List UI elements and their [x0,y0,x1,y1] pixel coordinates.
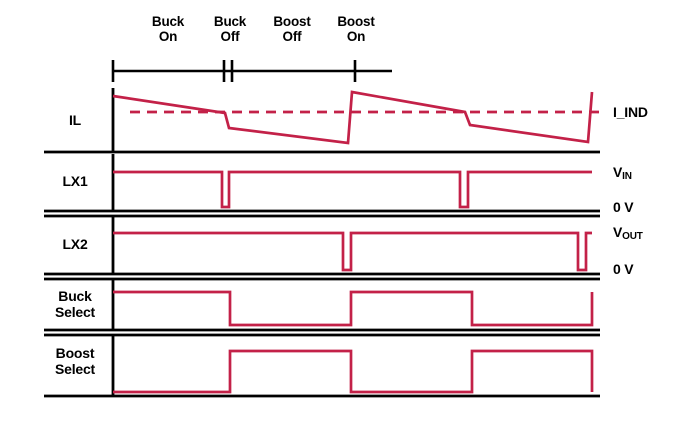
phase-label-line1: Boost [273,14,311,29]
vin-text: V [613,164,623,180]
vout-text: V [613,224,623,240]
lx2-zero-volt-text: 0 V [613,261,634,277]
waveform-lx2 [113,231,592,272]
row-label-line1: Buck [58,288,92,304]
vin-subscript: IN [622,171,632,182]
i-ind-label: I_IND [613,104,648,120]
phase-label-line2: Off [220,29,240,44]
vin-label: VIN [613,164,632,182]
phase-label-line1: Boost [337,14,375,29]
row-label-line1: LX1 [62,173,88,189]
phase-label-line1: Buck [151,14,185,29]
row-label-line2: Select [54,361,96,377]
phase-label-line1: Buck [213,14,247,29]
phase-label-line2: Off [282,29,302,44]
phase-label-boost-on: Boost On [318,14,394,44]
phase-scale-bar [111,60,392,82]
row-label-buck-select: Buck Select [44,288,106,320]
row-label-line1: IL [68,112,82,128]
row-label-line2: Select [54,304,96,320]
phase-label-buck-off: Buck Off [195,14,265,44]
phase-label-line2: On [346,29,366,44]
vout-subscript: OUT [622,231,643,242]
waveform-boost-select [113,349,594,394]
waveform-lx1 [113,170,592,209]
lx1-zero-volt-label: 0 V [613,199,634,215]
lx2-zero-volt-label: 0 V [613,261,634,277]
row-label-lx1: LX1 [44,173,106,189]
waveform-il [112,90,600,145]
vout-label: VOUT [613,224,643,242]
phase-label-boost-off: Boost Off [254,14,330,44]
phase-label-buck-on: Buck On [133,14,203,44]
lx1-zero-volt-text: 0 V [613,199,634,215]
row-label-il: IL [44,112,106,128]
row-label-line1: LX2 [62,236,88,252]
row-dividers [44,150,600,398]
row-label-lx2: LX2 [44,236,106,252]
i-ind-text: I_IND [613,104,648,120]
waveform-buck-select [113,290,594,327]
row-label-boost-select: Boost Select [40,345,110,377]
row-label-line1: Boost [55,345,95,361]
phase-label-line2: On [158,29,178,44]
